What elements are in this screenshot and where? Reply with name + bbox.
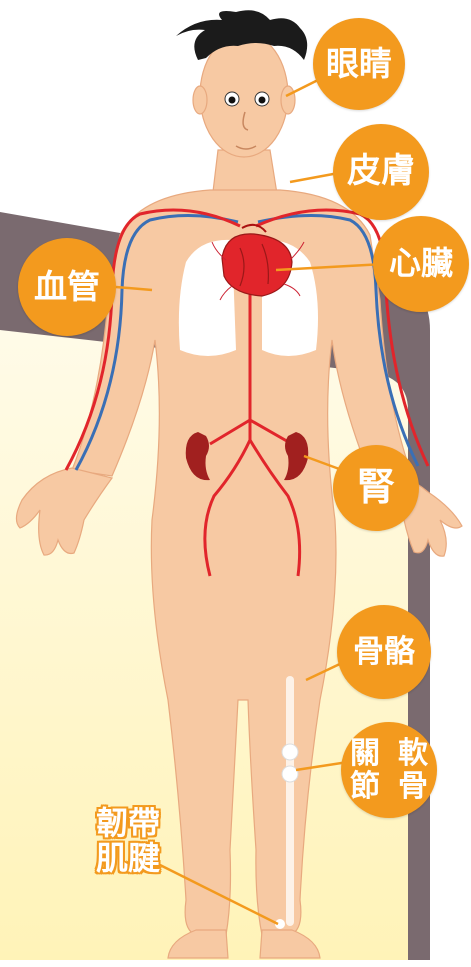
label-eyes: 眼睛 xyxy=(313,18,405,110)
label-skin: 皮膚 xyxy=(333,124,429,220)
label-ligaments-tendons: 韌帶 肌腱 xyxy=(78,806,178,875)
label-joints-cartilage: 關節 軟骨 xyxy=(341,722,437,818)
label-kidney: 腎 xyxy=(333,445,419,531)
label-bones: 骨骼 xyxy=(337,605,431,699)
label-heart: 心臟 xyxy=(373,216,469,312)
label-blood-vessels: 血管 xyxy=(18,238,116,336)
